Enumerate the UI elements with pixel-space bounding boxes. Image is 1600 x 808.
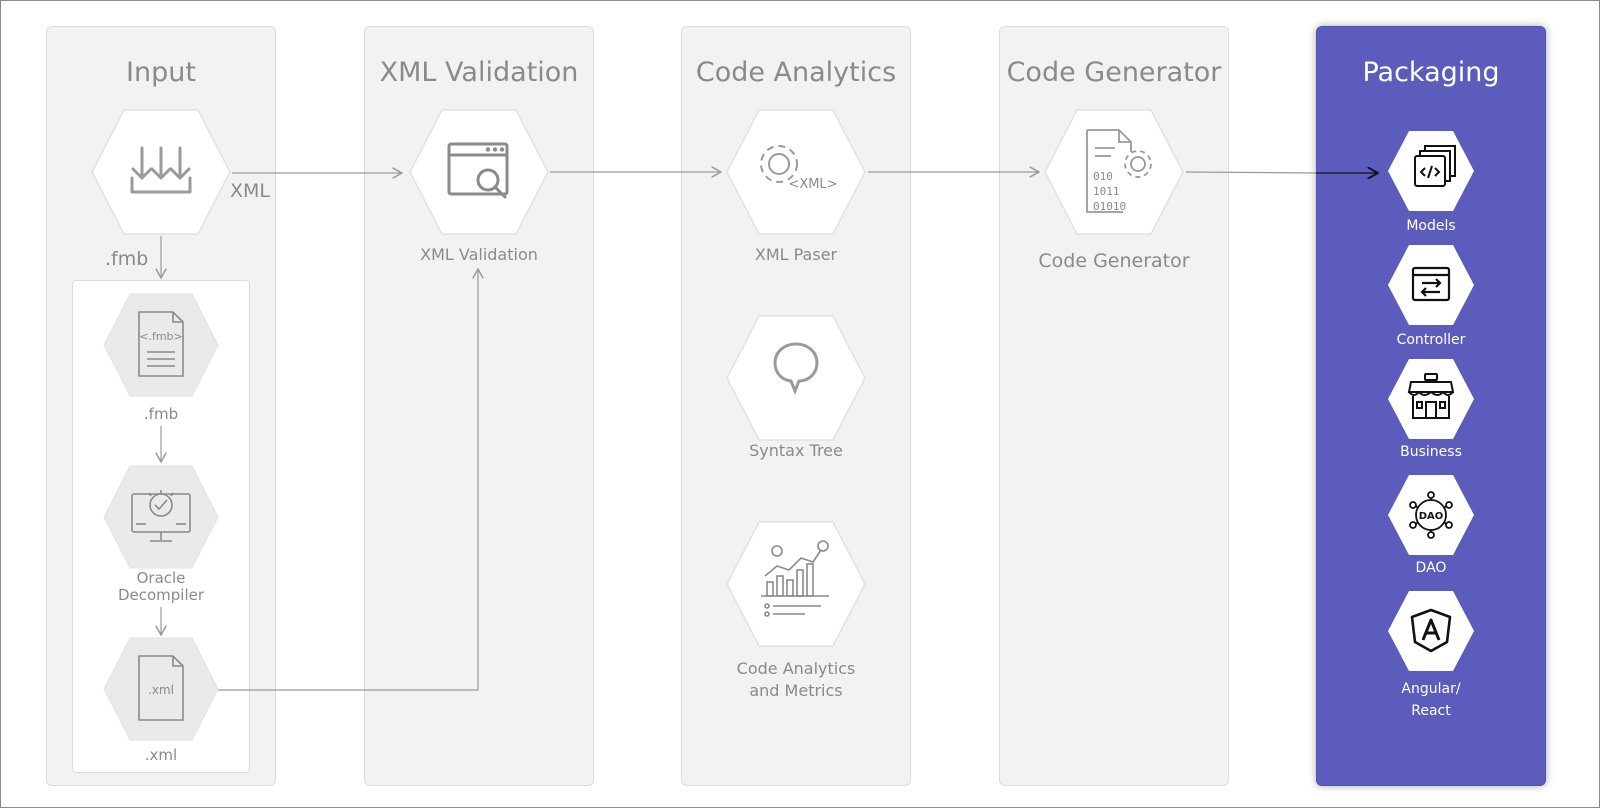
decompiler-step-label: Oracle Decompiler (117, 569, 205, 604)
edge-xml-to-validation (218, 269, 478, 691)
xml-tag-icon-text: <XML> (788, 177, 837, 192)
xml-validation-label: XML Validation (420, 245, 538, 264)
fmb-file-node: <.fmb> (103, 293, 219, 397)
column-title-xml-validation: XML Validation (379, 57, 579, 88)
code-windows-icon (1414, 145, 1456, 187)
edge-label-xml: XML (230, 180, 270, 202)
column-title-input: Input (126, 57, 196, 88)
dao-node: DAO (1388, 475, 1474, 555)
fmb-step-label: .fmb (143, 405, 179, 423)
syntax-tree-node (726, 315, 866, 441)
code-document-gear-icon (1086, 129, 1152, 213)
column-title-code-analytics: Code Analytics (695, 57, 897, 88)
analytics-chart-icon (761, 540, 829, 617)
browser-dots-icon (485, 147, 505, 152)
dao-icon-text: DAO (1419, 511, 1444, 522)
edge-label-fmb: .fmb (105, 248, 149, 270)
controller-node (1388, 245, 1474, 325)
controller-label: Controller (1396, 332, 1466, 348)
controller-window-icon (1411, 266, 1451, 302)
input-download-node (91, 109, 231, 235)
xml-parser-node: <XML> (726, 109, 866, 235)
code-generator-node: 010 1011 01010 (1044, 109, 1184, 235)
xml-parser-label: XML Paser (754, 245, 838, 264)
decompiler-node (103, 465, 219, 569)
xml-step-label: .xml (144, 746, 178, 764)
models-node (1388, 131, 1474, 211)
xml-validation-node (409, 109, 549, 235)
business-label: Business (1400, 444, 1462, 460)
metrics-label: Code Analytics and Metrics (736, 659, 856, 700)
speech-bubble-icon (773, 342, 819, 396)
binary-line-2: 1011 (1093, 185, 1120, 198)
dao-network-icon (1409, 491, 1453, 539)
binary-line-1: 010 (1093, 170, 1113, 183)
angular-react-node (1388, 591, 1474, 671)
code-generator-label: Code Generator (1038, 250, 1190, 272)
angular-react-label: Angular/ React (1401, 681, 1461, 719)
edge-generator-to-models-grey (1185, 171, 1317, 174)
binary-line-3: 01010 (1093, 200, 1126, 213)
fmb-file-icon (138, 311, 184, 377)
gear-icon (760, 145, 798, 183)
angular-icon (1410, 608, 1452, 653)
syntax-tree-label: Syntax Tree (749, 441, 843, 460)
download-icon (130, 146, 192, 194)
browser-search-icon (447, 142, 509, 199)
dao-label: DAO (1415, 560, 1447, 576)
business-node (1388, 359, 1474, 439)
metrics-node (726, 521, 866, 647)
store-icon (1407, 373, 1455, 419)
xml-file-node: .xml (103, 637, 219, 741)
fmb-icon-text: <.fmb> (139, 330, 183, 343)
decompiler-monitor-icon (131, 490, 191, 542)
xml-file-icon (138, 655, 184, 721)
column-title-code-generator: Code Generator (1006, 57, 1222, 88)
column-title-packaging: Packaging (1362, 57, 1500, 88)
xml-icon-text: .xml (148, 683, 174, 697)
models-label: Models (1406, 218, 1456, 234)
